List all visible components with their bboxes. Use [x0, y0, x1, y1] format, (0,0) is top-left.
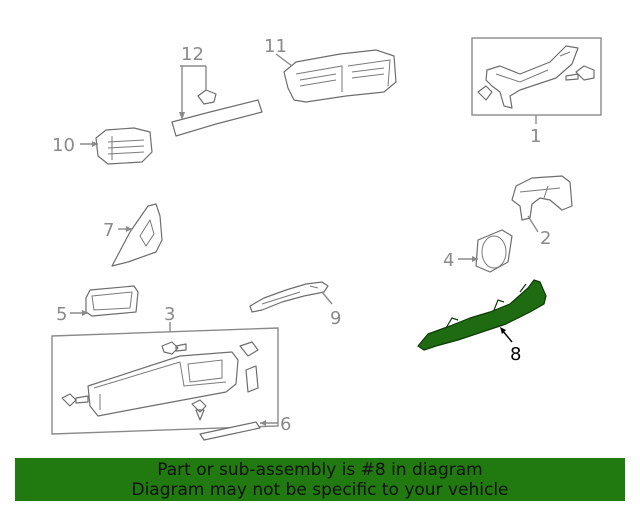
part-2-group: 2 [511, 175, 573, 249]
banner-line-1: Part or sub-assembly is #8 in diagram [157, 460, 483, 480]
part-11-vent-assembly [283, 49, 397, 103]
part-12-group: 12 [171, 44, 263, 137]
part-10-vent [95, 127, 153, 165]
callout-7: 7 [103, 220, 114, 241]
part-7-group: 7 [103, 203, 163, 267]
parts-diagram: 1 2 4 8 9 11 [51, 36, 602, 441]
banner-line-2: Diagram may not be specific to your vehi… [131, 480, 509, 500]
part-4-group: 4 [443, 229, 513, 273]
part-9-group: 9 [249, 281, 341, 329]
callout-2: 2 [540, 228, 551, 249]
part-9-trim [249, 281, 329, 313]
callout-5: 5 [56, 304, 67, 325]
part-3-bolt-top [161, 341, 187, 355]
part-10-group: 10 [52, 127, 153, 165]
info-banner: Part or sub-assembly is #8 in diagram Di… [15, 458, 625, 501]
part-6-strip [199, 421, 261, 441]
part-3-bolt-bottom [191, 399, 207, 421]
callout-8: 8 [510, 344, 521, 365]
part-3-latch [245, 365, 259, 393]
part-1-clip [477, 85, 493, 101]
part-1-group: 1 [471, 37, 602, 147]
part-3-clip-top [239, 341, 259, 357]
part-1-bolt [565, 65, 595, 81]
callout-6: 6 [280, 414, 291, 435]
callout-12: 12 [181, 44, 204, 65]
part-4-cup [475, 229, 513, 273]
part-6-group: 6 [199, 414, 291, 441]
callout-11: 11 [264, 36, 287, 57]
part-8-group: 8 [417, 279, 547, 365]
callout-10: 10 [52, 135, 75, 156]
callout-9: 9 [330, 308, 341, 329]
part-2-bracket [511, 175, 573, 221]
part-8-highlighted-part [417, 279, 547, 351]
part-12-strip [171, 99, 263, 137]
part-5-panel [85, 285, 139, 317]
part-5-group: 5 [56, 285, 139, 325]
part-11-group: 11 [264, 36, 397, 103]
part-7-side-panel [111, 203, 163, 267]
part-12-clip [197, 89, 217, 105]
part-3-bolt-left [61, 393, 89, 407]
part-3-glove-box [87, 351, 239, 417]
part-3-group: 3 [51, 304, 279, 435]
callout-1: 1 [530, 126, 541, 147]
callout-3: 3 [164, 304, 175, 325]
callout-4: 4 [443, 250, 454, 271]
